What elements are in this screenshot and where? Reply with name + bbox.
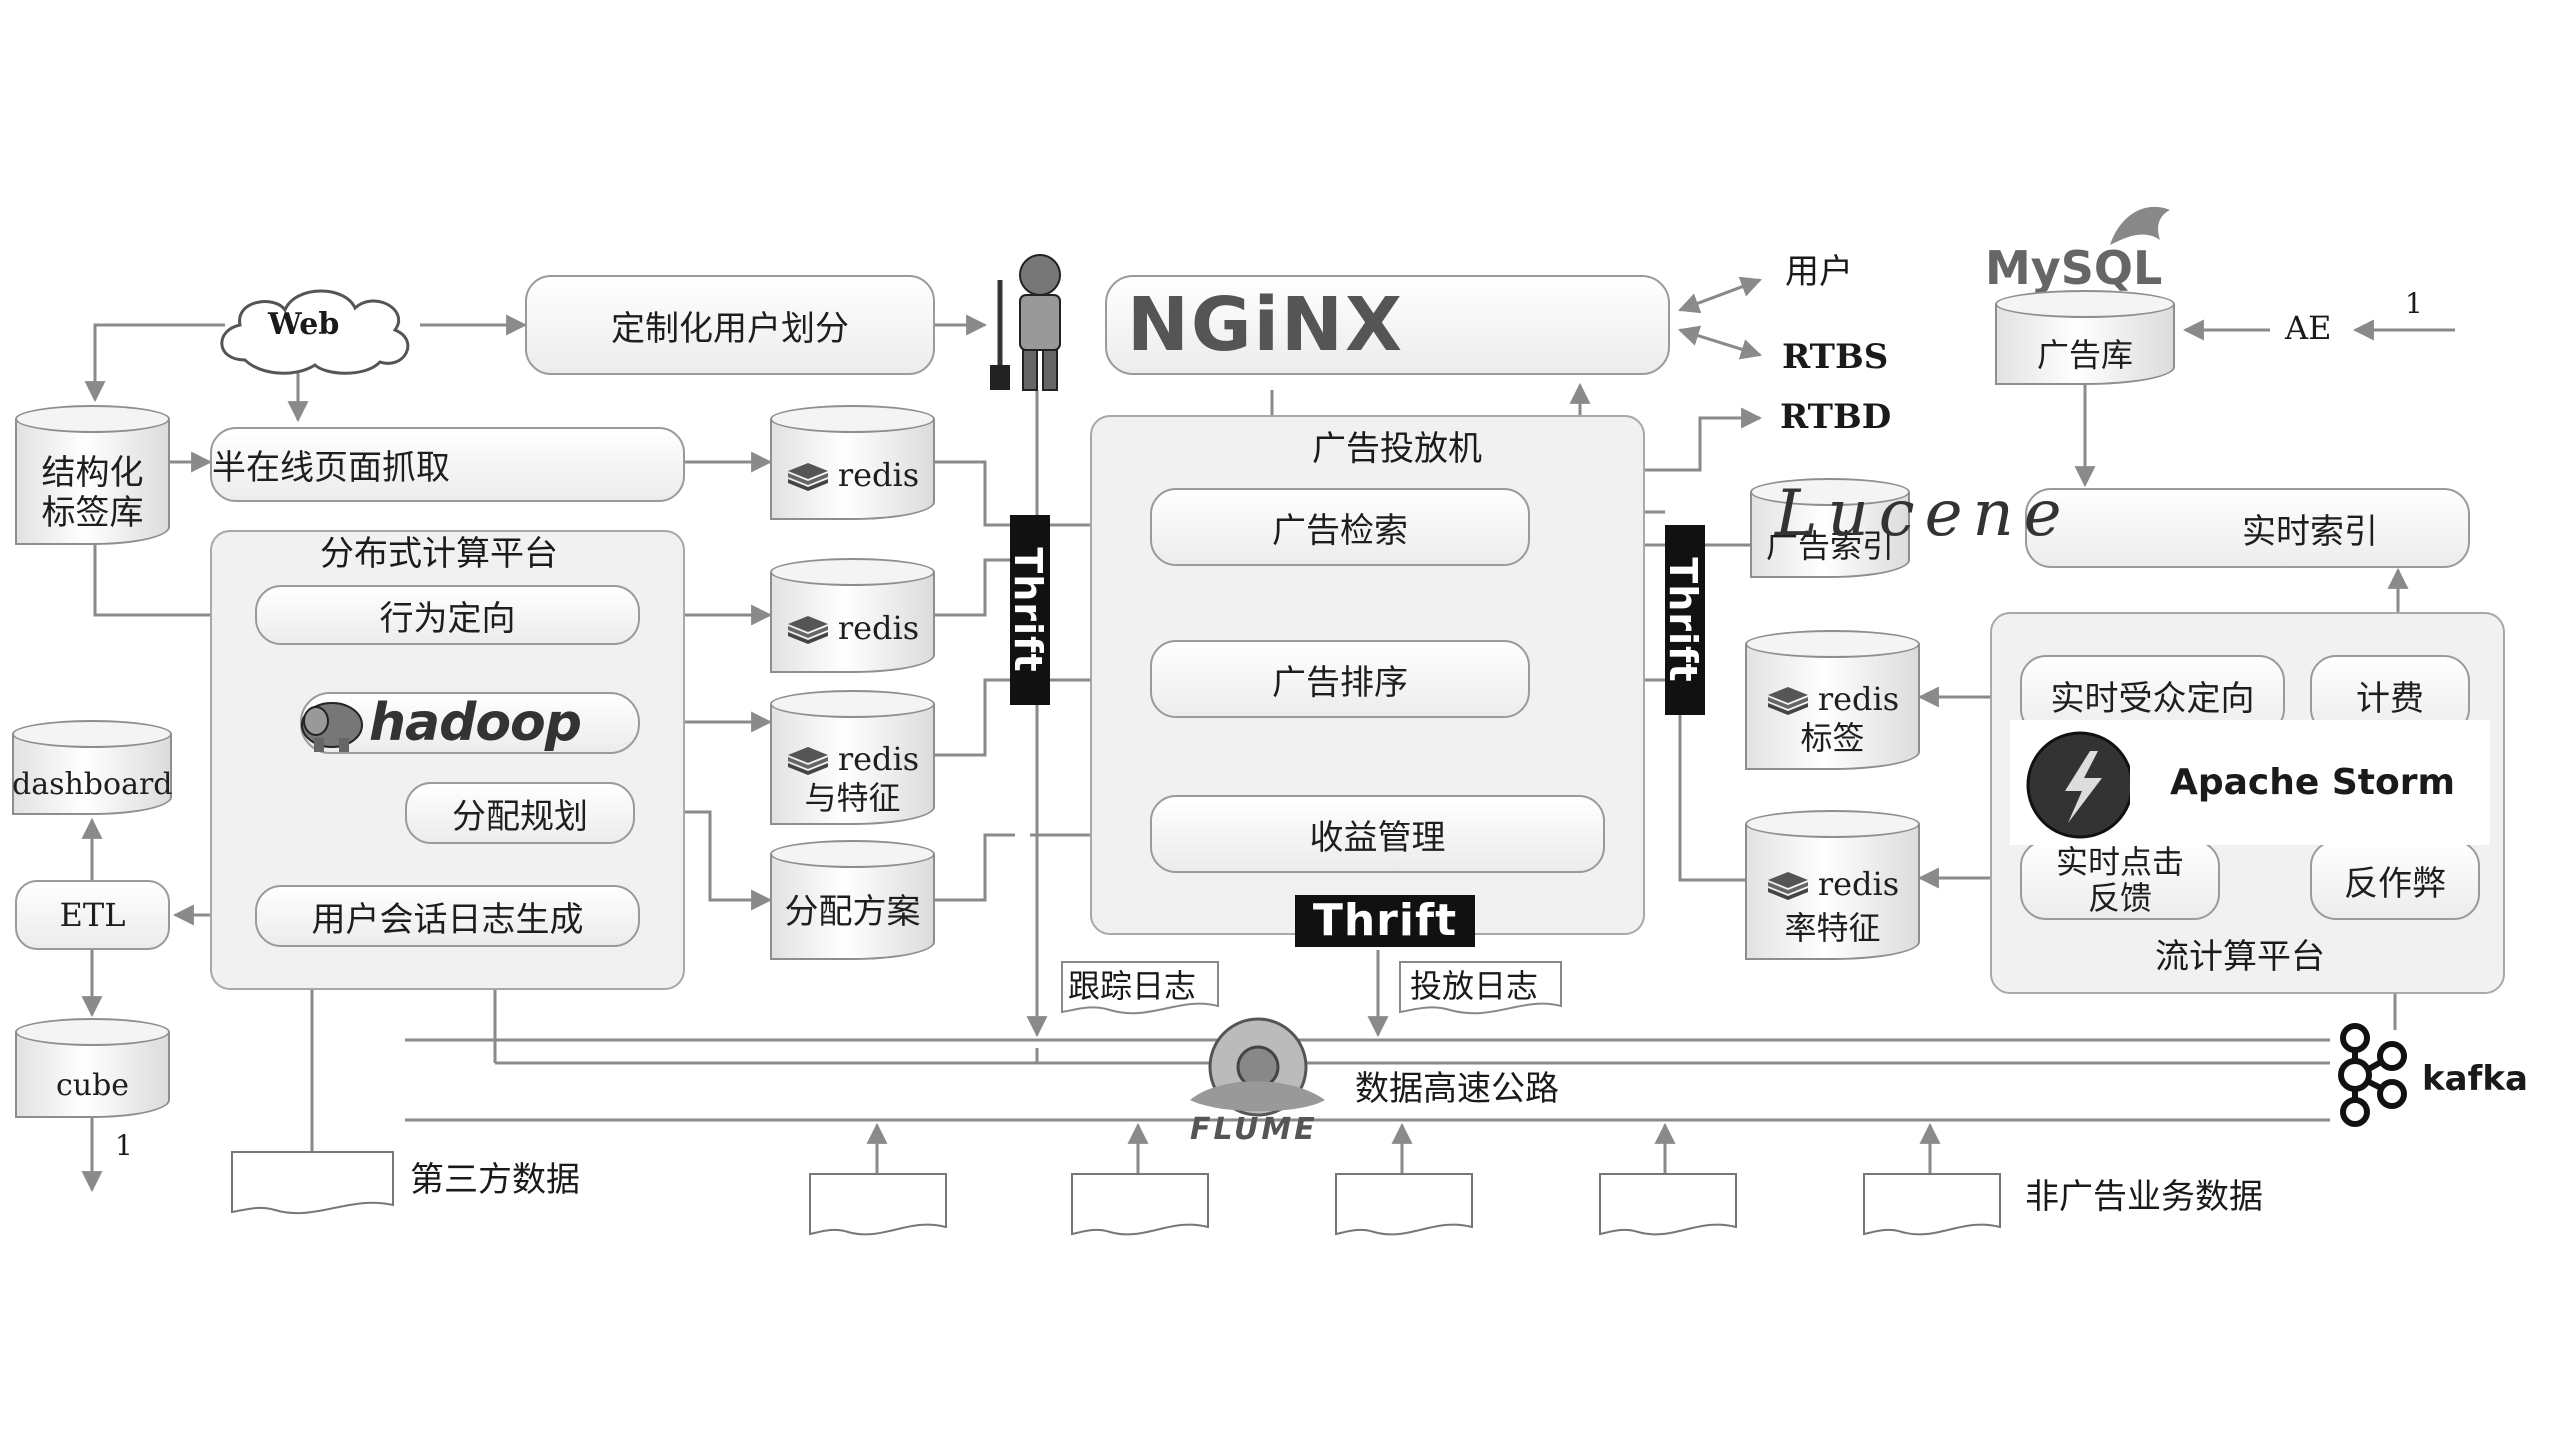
ad-library-db: 广告库 — [1995, 290, 2175, 385]
data-doc-icon — [1335, 1173, 1473, 1236]
etl-box: ETL — [15, 880, 170, 950]
deliver-log-banner: 投放日志 — [1398, 960, 1563, 1018]
trace-log-banner: 跟踪日志 — [1060, 960, 1220, 1018]
dashboard-db: dashboard — [12, 720, 173, 815]
rtbs-label: RTBS — [1782, 337, 1889, 377]
anti-fraud-box: 反作弊 — [2310, 840, 2480, 920]
redis-icon — [786, 614, 830, 648]
redis-icon — [1766, 870, 1810, 904]
apache-storm-banner: Apache Storm — [2010, 720, 2490, 845]
thrift-left-label: Thrift — [1006, 547, 1050, 673]
storm-icon — [2026, 731, 2130, 838]
lucene-logo: Lucene — [1775, 477, 2072, 551]
users-label: 用户 — [1785, 252, 1853, 292]
allocation-scheme-db: 分配方案 — [770, 840, 935, 960]
redis-icon — [1766, 685, 1810, 719]
non-ad-business-data-label: 非广告业务数据 — [2025, 1177, 2263, 1217]
elephant-icon — [301, 702, 363, 752]
kafka-icon — [2338, 1023, 2407, 1127]
data-doc-icon — [1071, 1173, 1209, 1236]
ad-ranking-box: 广告排序 — [1150, 640, 1530, 718]
hadoop-logo: hadoop — [369, 693, 582, 753]
ae-label: AE — [2285, 309, 2332, 347]
cube-number: 1 — [115, 1129, 133, 1162]
data-doc-icon — [1863, 1173, 2001, 1236]
revenue-management-box: 收益管理 — [1150, 795, 1605, 873]
kafka-label: kafka — [2422, 1059, 2528, 1099]
realtime-click-feedback-box: 实时点击 反馈 — [2020, 840, 2220, 920]
thrift-right-bar: Thrift — [1661, 525, 1705, 715]
thrift-bottom-label: Thrift — [1295, 895, 1475, 947]
flume-logo-icon — [1190, 1017, 1325, 1117]
redis-db-3: redis 与特征 — [770, 690, 935, 825]
behavior-targeting-box: 行为定向 — [255, 585, 640, 645]
redis-icon — [786, 461, 830, 495]
flume-label: FLUME — [1190, 1112, 1318, 1147]
thrift-right-label: Thrift — [1661, 557, 1705, 683]
thrift-left-bar: Thrift — [1006, 515, 1050, 705]
stream-platform-title: 流计算平台 — [2155, 937, 2325, 977]
ad-retrieval-box: 广告检索 — [1150, 488, 1530, 566]
apache-storm-label: Apache Storm — [2170, 762, 2455, 803]
data-doc-icon — [1599, 1173, 1737, 1236]
structured-tag-db: 结构化 标签库 — [15, 405, 170, 545]
ae-number: 1 — [2405, 287, 2423, 320]
custom-user-segment-box: 定制化用户划分 — [525, 275, 935, 375]
redis-icon — [786, 745, 830, 779]
allocation-planning-box: 分配规划 — [405, 782, 635, 844]
realtime-index-box: 实时索引 — [2025, 488, 2470, 568]
distributed-platform-title: 分布式计算平台 — [320, 534, 558, 574]
data-highway-label: 数据高速公路 — [1355, 1069, 1559, 1109]
web-label: Web — [268, 307, 340, 342]
worker-icon — [990, 254, 1061, 391]
redis-db-1: redis — [770, 405, 935, 520]
nginx-logo: NGiNX — [1127, 282, 1405, 368]
session-log-box: 用户会话日志生成 — [255, 885, 640, 947]
semi-online-crawl-label: 半在线页面抓取 — [212, 448, 450, 488]
web-cloud — [220, 289, 410, 375]
nginx-bar: NGiNX — [1105, 275, 1670, 375]
semi-online-crawl-box: 半在线页面抓取 — [210, 427, 685, 502]
redis-db-2: redis — [770, 558, 935, 673]
third-party-data-label: 第三方数据 — [410, 1160, 580, 1200]
redis-rate-db: redis 率特征 — [1745, 810, 1920, 960]
rtbd-label: RTBD — [1780, 397, 1892, 437]
cube-db: cube — [15, 1018, 170, 1118]
redis-tags-db: redis 标签 — [1745, 630, 1920, 770]
third-party-doc-icon — [231, 1151, 394, 1215]
realtime-index-label: 实时索引 — [2242, 511, 2378, 552]
hadoop-box: hadoop — [300, 692, 640, 754]
mysql-logo: MySQL — [1985, 241, 2163, 295]
ad-server-title: 广告投放机 — [1312, 429, 1482, 469]
ad-index-db: 广告索引 — [1750, 478, 1910, 578]
dolphin-icon — [2110, 206, 2170, 245]
data-doc-icon — [809, 1173, 947, 1236]
